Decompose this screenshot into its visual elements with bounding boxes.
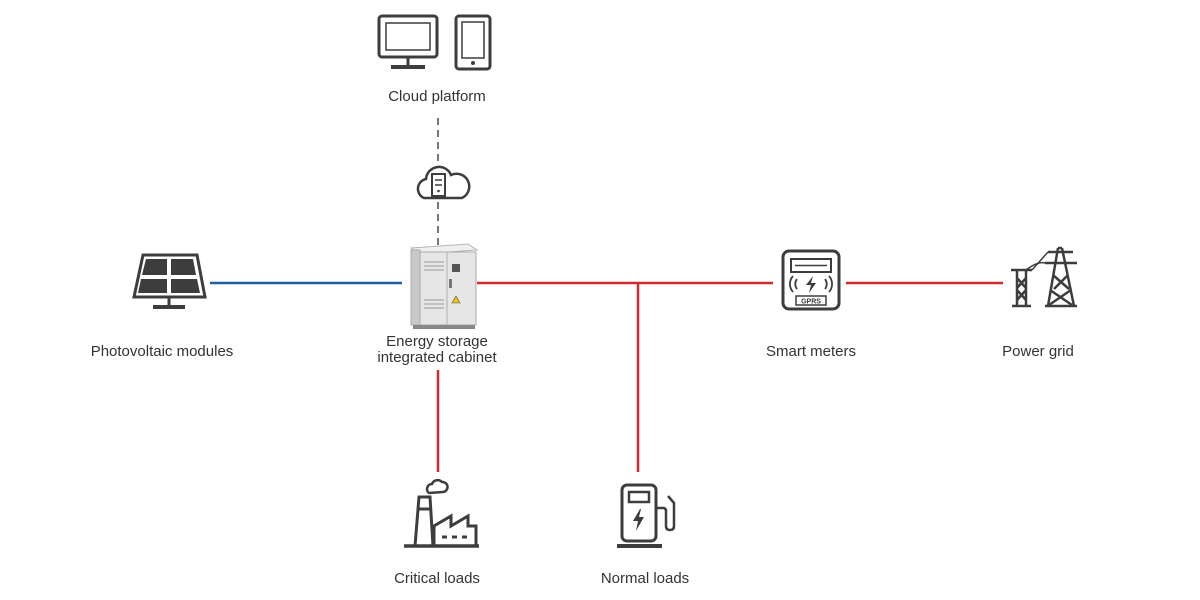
cabinet-label-line1: Energy storage (386, 333, 488, 350)
meter-label-text: Smart meters (765, 343, 857, 360)
critical-loads-label-text: Critical loads (394, 570, 480, 587)
pv-label-text: Photovoltaic modules (90, 343, 234, 360)
critical-loads-label: Critical loads (394, 571, 480, 587)
cloud-platform-label: Cloud platform (388, 89, 486, 105)
pv-label: Photovoltaic modules (91, 344, 234, 360)
meter-display-text: GPRS (801, 299, 821, 306)
meter-label: Smart meters (766, 344, 856, 360)
smart-meter-icon: GPRS (781, 249, 841, 311)
grid-label: Power grid (1002, 344, 1074, 360)
tablet-icon (454, 14, 492, 71)
cloud-platform-label-text: Cloud platform (388, 88, 486, 105)
grid-label-text: Power grid (1002, 343, 1074, 360)
cabinet-label-line2: integrated cabinet (377, 349, 497, 366)
charging-station-icon (617, 483, 676, 548)
cloud-server-icon (416, 165, 471, 200)
cabinet-label: Energy storage integrated cabinet (377, 334, 496, 366)
monitor-icon (377, 14, 439, 69)
factory-icon (404, 478, 479, 548)
transmission-tower-icon (1011, 246, 1077, 308)
normal-loads-label: Normal loads (601, 571, 689, 587)
storage-cabinet-icon (409, 243, 479, 329)
normal-loads-label-text: Normal loads (600, 570, 690, 587)
solar-panel-icon (132, 253, 207, 309)
